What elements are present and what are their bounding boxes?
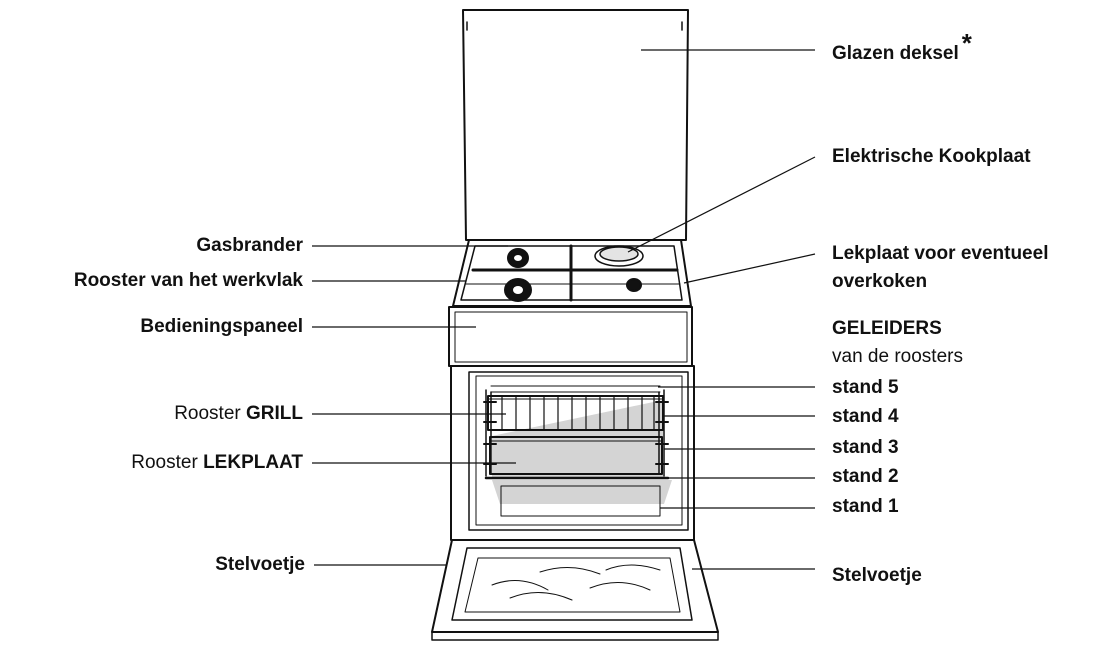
label-hob-grid: Rooster van het werkvlak xyxy=(73,270,303,291)
asterisk-mark: * xyxy=(961,28,972,58)
label-glass-lid-text: Glazen deksel xyxy=(832,43,959,64)
label-level-1: stand 1 xyxy=(832,496,899,517)
label-level-3: stand 3 xyxy=(832,437,899,458)
label-grill-word: GRILL xyxy=(246,403,303,424)
label-foot-right: Stelvoetje xyxy=(832,565,922,586)
label-electric-hob: Elektrische Kookplaat xyxy=(832,146,1031,167)
label-control-panel: Bedieningspaneel xyxy=(140,316,303,337)
label-level-5: stand 5 xyxy=(832,377,899,398)
drip-tray xyxy=(489,436,663,475)
label-spill-tray-line1: Lekplaat voor eventueel xyxy=(832,243,1049,264)
label-grill-prefix: Rooster xyxy=(174,403,246,424)
control-panel xyxy=(448,306,693,367)
label-guides-title: GELEIDERS xyxy=(832,318,942,339)
burner-left-front xyxy=(504,278,532,302)
label-foot-left: Stelvoetje xyxy=(215,554,305,575)
burner-right-front xyxy=(626,278,642,292)
oven-door xyxy=(431,539,719,641)
glass-lid xyxy=(462,9,689,241)
label-level-4: stand 4 xyxy=(832,406,899,427)
grill-rack xyxy=(487,395,664,431)
oven-cavity xyxy=(450,365,695,541)
burner-left-rear xyxy=(507,248,529,268)
label-glass-lid: Glazen deksel* xyxy=(832,30,972,65)
label-level-2: stand 2 xyxy=(832,466,899,487)
label-drip-tray: Rooster LEKPLAAT xyxy=(131,452,303,474)
label-gas-burner: Gasbrander xyxy=(196,235,303,256)
electric-plate xyxy=(594,245,644,267)
label-grill-rack: Rooster GRILL xyxy=(174,403,303,425)
leader-electric-hob xyxy=(627,156,816,253)
label-drip-prefix: Rooster xyxy=(131,452,204,473)
label-guides-subtitle: van de roosters xyxy=(832,346,963,367)
hob-top xyxy=(452,239,692,307)
rack-level-5 xyxy=(490,385,661,393)
label-spill-tray-line2: overkoken xyxy=(832,271,928,292)
label-drip-word: LEKPLAAT xyxy=(203,452,303,473)
leader-spill-tray xyxy=(683,253,816,284)
